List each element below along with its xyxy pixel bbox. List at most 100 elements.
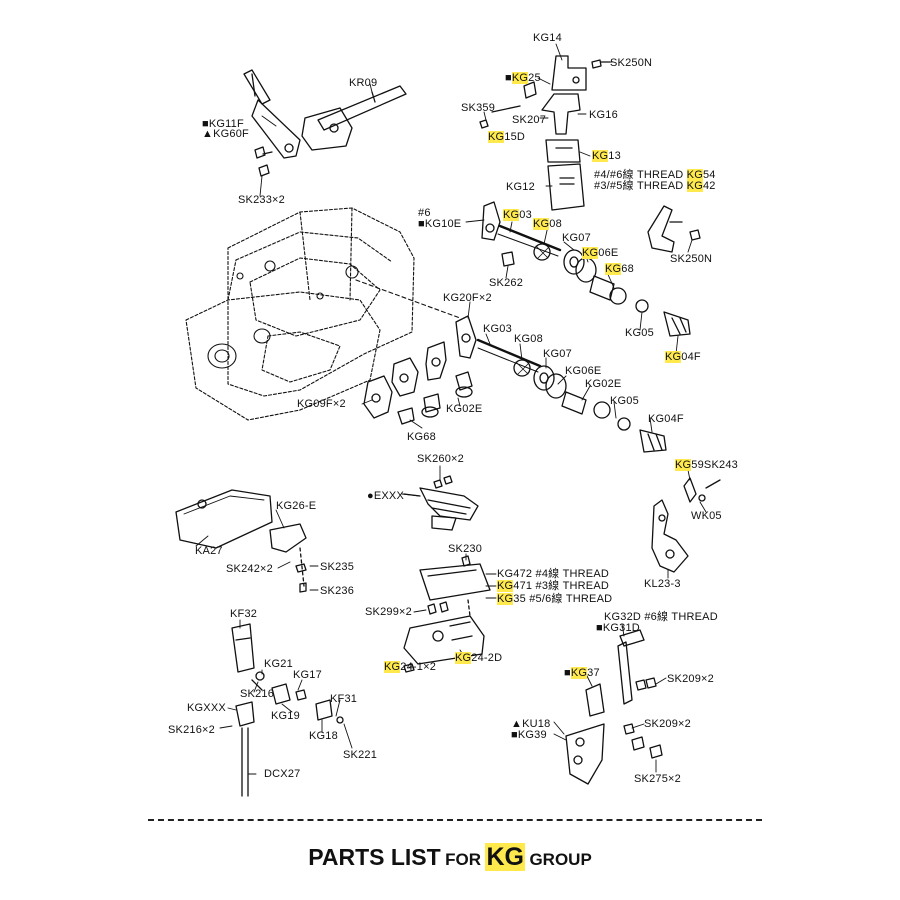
label-text: SK235 <box>320 561 355 573</box>
label-text: KG21 <box>264 658 293 670</box>
highlighted-group-code: KG <box>511 72 529 84</box>
label-text: 13 <box>608 150 621 162</box>
callout-kg03-mid: KG03 <box>483 323 512 335</box>
callout-sk207: SK207 <box>512 114 546 126</box>
callout-ka27: KA27 <box>195 545 223 557</box>
machine-body-outline <box>185 207 415 421</box>
callout-kg13: KG13 <box>592 150 621 162</box>
callout-kg32d: KG32D #6線 THREAD <box>604 611 718 623</box>
tension-assembly-lower <box>455 315 667 453</box>
callout-kg31d: ■KG31D <box>596 622 640 634</box>
label-text: KG18 <box>309 730 338 742</box>
callout-kg24-1: KG24-1×2 <box>384 661 436 673</box>
label-text: 24-1×2 <box>400 661 437 673</box>
label-text: SK230 <box>448 543 483 555</box>
disc-parts-kg09f <box>363 341 473 425</box>
callout-kg10e: ■KG10E <box>418 218 461 230</box>
label-text: SK233×2 <box>238 194 285 206</box>
callout-kl23-3: KL23-3 <box>644 578 681 590</box>
looper-group <box>565 629 663 785</box>
callout-kg37: ■KG37 <box>564 667 600 679</box>
callout-sk275: SK275×2 <box>634 773 681 785</box>
callout-kg60f: ▲KG60F <box>202 128 249 140</box>
label-text: 54 <box>702 169 716 181</box>
callout-kg20f: KG20F×2 <box>443 292 492 304</box>
label-text: 25 <box>528 72 541 84</box>
callout-sk359: SK359 <box>461 102 495 114</box>
lever-kg11f <box>243 69 301 159</box>
callout-sk299: SK299×2 <box>365 606 412 618</box>
label-text: SK209×2 <box>644 718 691 730</box>
label-text: 15D <box>504 131 526 143</box>
label-text: KG07 <box>562 232 591 244</box>
callout-kf32: KF32 <box>230 608 257 620</box>
callout-sk209-b: SK209×2 <box>644 718 691 730</box>
label-text: KG20F×2 <box>443 292 492 304</box>
label-text: SK236 <box>320 585 355 597</box>
label-text: KG06E <box>565 365 602 377</box>
label-text: KG26-E <box>276 500 317 512</box>
page-title: PARTS LIST FOR KG GROUP <box>0 843 900 872</box>
callout-sk260: SK260×2 <box>417 453 464 465</box>
label-text: ▲KU18 <box>511 718 551 730</box>
callout-kg05-top: KG05 <box>625 327 654 339</box>
label-text: KG17 <box>293 669 322 681</box>
label-text: #4/#6線 THREAD <box>594 169 687 181</box>
label-text: DCX27 <box>264 768 301 780</box>
callout-kg04f-top: KG04F <box>665 351 701 363</box>
label-text: SK262 <box>489 277 524 289</box>
label-text: ▲KG60F <box>202 128 249 140</box>
callout-kgxxx: KGXXX <box>187 702 226 714</box>
label-text: KG472 #4線 THREAD <box>497 568 610 580</box>
label-text: KG07 <box>543 348 572 360</box>
highlighted-group-code: KG <box>675 459 692 471</box>
label-text: KA27 <box>195 545 223 557</box>
callout-kg17: KG17 <box>293 669 322 681</box>
label-text: SK207 <box>512 114 547 126</box>
machine-body-details <box>207 260 461 369</box>
label-text: #3/#5線 THREAD <box>594 180 687 192</box>
callout-kg18: KG18 <box>309 730 338 742</box>
callout-kg02e-mid: KG02E <box>585 378 621 390</box>
callout-kg09f: KG09F×2 <box>297 398 346 410</box>
callout-thread-kg54: #4/#6線 THREAD KG54 <box>594 169 716 181</box>
callout-sk262: SK262 <box>489 277 523 289</box>
label-text: KL23-3 <box>644 578 681 590</box>
highlighted-group-code: KG <box>582 247 599 259</box>
callout-wk05: WK05 <box>691 510 722 522</box>
label-text: SK209×2 <box>667 673 714 685</box>
shaft-kr09 <box>301 85 407 151</box>
callout-sk209-a: SK209×2 <box>667 673 714 685</box>
highlighted-group-code: KG <box>503 209 520 221</box>
callout-ku18: ▲KU18 <box>511 718 550 730</box>
label-text: ■KG39 <box>511 729 547 741</box>
label-text: KG32D #6線 THREAD <box>604 611 718 623</box>
plate-ka27 <box>175 489 307 593</box>
callout-kg35: KG35 #5/6線 THREAD <box>497 593 612 605</box>
callout-kg26e: KG26-E <box>276 500 316 512</box>
label-text: 37 <box>587 667 600 679</box>
label-text: KG12 <box>506 181 535 193</box>
title-group-code: KG <box>485 843 525 871</box>
label-text: KG04F <box>648 413 684 425</box>
callout-dcx27: DCX27 <box>264 768 300 780</box>
needle-plate-assembly <box>403 475 479 531</box>
label-text: KG16 <box>589 109 618 121</box>
label-text: 08 <box>549 218 562 230</box>
label-text: 59SK243 <box>691 459 738 471</box>
callout-kg05-mid: KG05 <box>610 395 639 407</box>
lever-kl23-3 <box>651 477 721 573</box>
label-text: SK260×2 <box>417 453 464 465</box>
callout-kg25: ■KG25 <box>505 72 541 84</box>
label-text: SK299×2 <box>365 606 412 618</box>
highlighted-group-code: KG <box>686 169 703 181</box>
highlighted-group-code: KG <box>570 667 588 679</box>
label-text: SK242×2 <box>226 563 273 575</box>
callout-kg15d: KG15D <box>488 131 525 143</box>
label-text: ■KG11F <box>202 118 244 130</box>
label-text: SK216 <box>240 688 275 700</box>
callout-exxx: ●EXXX <box>367 490 404 502</box>
callout-sk242: SK242×2 <box>226 563 273 575</box>
